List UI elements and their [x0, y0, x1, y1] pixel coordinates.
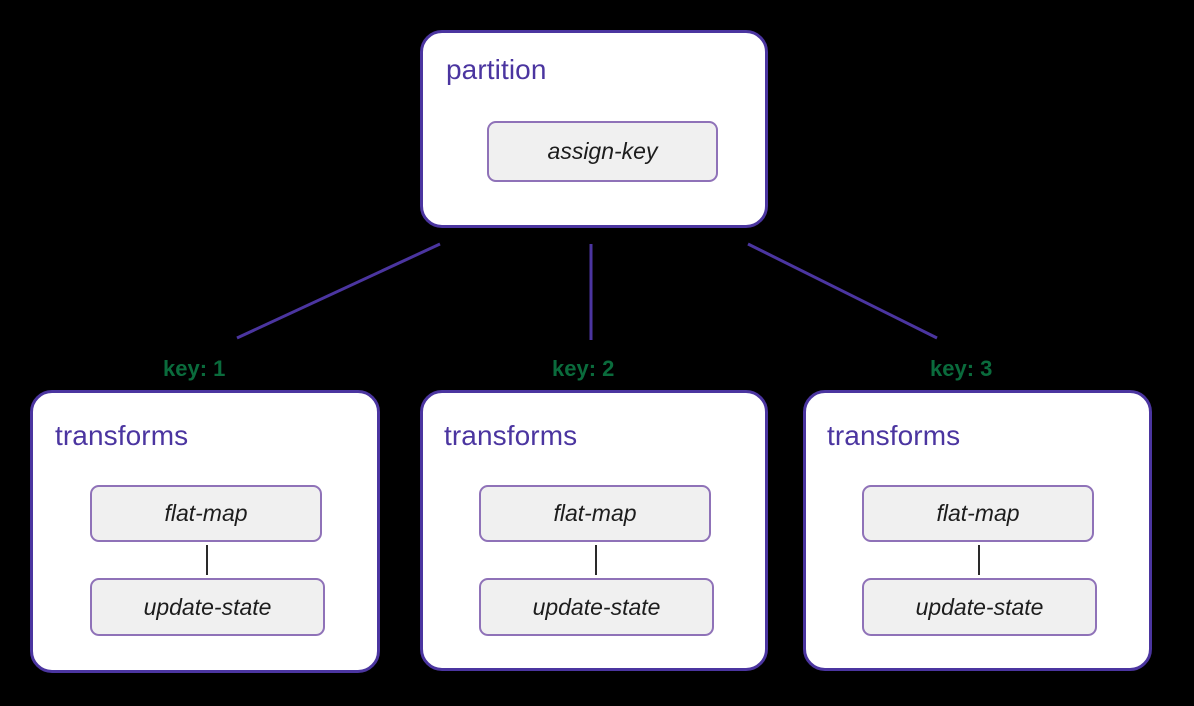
update-state-op-box-3[interactable]: update-state — [862, 578, 1097, 636]
op-connector-2 — [595, 545, 597, 575]
partition-node-title: partition — [446, 54, 547, 85]
transforms-node-3-title: transforms — [827, 420, 961, 451]
flat-map-op-label-1: flat-map — [164, 500, 248, 526]
update-state-op-label-3: update-state — [915, 593, 1044, 620]
edge-label-key-2: key: 2 — [552, 356, 615, 381]
edge-key-1 — [236, 242, 441, 340]
flat-map-op-label-2: flat-map — [553, 500, 637, 526]
update-state-op-box-2[interactable]: update-state — [479, 578, 714, 636]
flat-map-op-box-2[interactable]: flat-map — [479, 485, 711, 542]
edge-label-key-1: key: 1 — [163, 356, 226, 381]
update-state-op-label-2: update-state — [532, 593, 661, 620]
assign-key-op-label: assign-key — [547, 138, 658, 164]
flat-map-op-box-3[interactable]: flat-map — [862, 485, 1094, 542]
flat-map-op-label-3: flat-map — [936, 500, 1020, 526]
transforms-node-1-title: transforms — [55, 420, 189, 451]
op-connector-3 — [978, 545, 980, 575]
flat-map-op-box-1[interactable]: flat-map — [90, 485, 322, 542]
update-state-op-label-1: update-state — [143, 593, 272, 620]
assign-key-op-box[interactable]: assign-key — [487, 121, 718, 182]
edge-label-key-3: key: 3 — [930, 356, 993, 381]
update-state-op-box-1[interactable]: update-state — [90, 578, 325, 636]
edge-key-3 — [747, 242, 938, 340]
op-connector-1 — [206, 545, 208, 575]
transforms-node-2-title: transforms — [444, 420, 578, 451]
